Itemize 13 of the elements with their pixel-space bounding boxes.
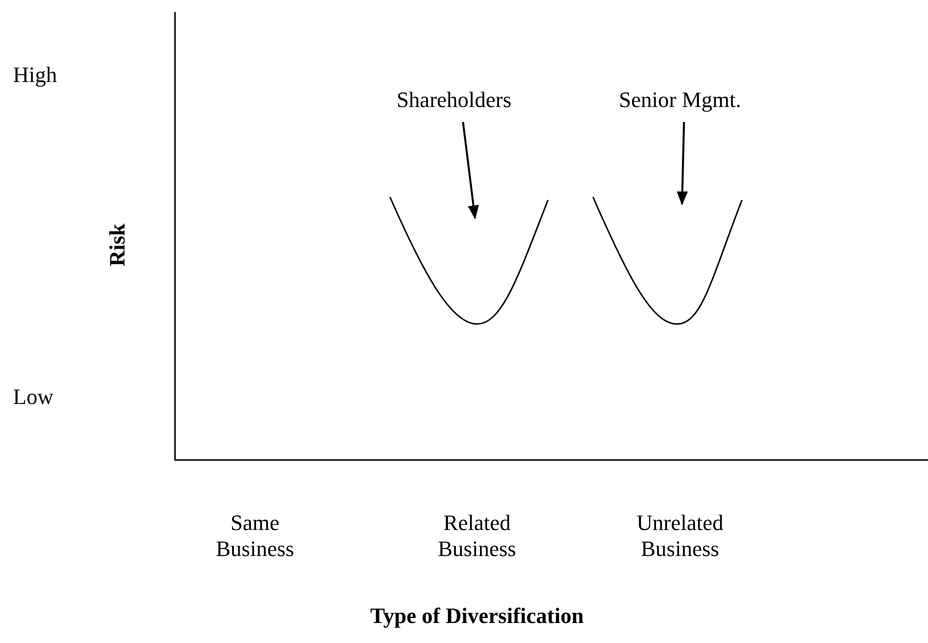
axis-tick-label: High — [13, 62, 57, 88]
callout-label: Senior Mgmt. — [605, 87, 755, 113]
category-label: Unrelated Business — [636, 510, 724, 562]
axis-title: Type of Diversification — [369, 603, 585, 629]
category-label: Same Business — [214, 510, 296, 562]
axis-tick-label: Low — [13, 384, 54, 410]
category-label: Related Business — [436, 510, 518, 562]
leader-arrow — [676, 122, 688, 206]
leader-arrow — [462, 122, 479, 220]
u-curve — [592, 196, 743, 325]
axis-title: Risk — [104, 224, 130, 266]
u-curve — [389, 196, 549, 325]
callout-label: Shareholders — [387, 87, 521, 113]
